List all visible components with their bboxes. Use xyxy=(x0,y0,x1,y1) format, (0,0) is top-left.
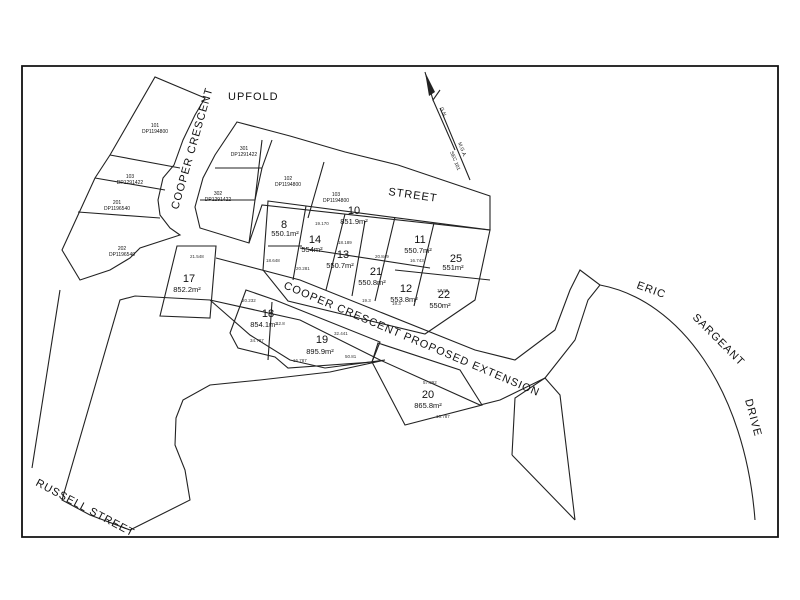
existing-lot-103-dp: DP1291422 xyxy=(117,180,144,186)
svg-text:10: 10 xyxy=(348,205,360,217)
lot-11: 11 550.7m² xyxy=(404,234,432,255)
street-label-eric: ERIC xyxy=(635,280,668,302)
existing-lot-202-num: 202 xyxy=(118,246,127,252)
lot-20-boundary xyxy=(371,342,483,426)
lot-12: 12 553.8m² xyxy=(390,283,418,304)
existing-lot-301-num: 301 xyxy=(240,146,249,152)
north-arrow xyxy=(424,71,471,181)
svg-text:8: 8 xyxy=(281,219,287,231)
svg-text:17.98: 17.98 xyxy=(437,288,449,293)
svg-text:57.092: 57.092 xyxy=(423,380,437,385)
svg-text:22: 22 xyxy=(438,289,450,301)
svg-text:16.787: 16.787 xyxy=(436,414,450,419)
russell-street-parcel xyxy=(61,295,386,531)
proposed-road xyxy=(209,257,601,406)
svg-text:20.232: 20.232 xyxy=(242,298,256,303)
existing-lot-102-dp: DP1194800 xyxy=(275,182,301,188)
svg-text:12: 12 xyxy=(400,283,412,295)
svg-text:895.9m²: 895.9m² xyxy=(306,347,334,356)
existing-lot-301-dp: DP1291422 xyxy=(231,152,258,158)
lot-25: 25 551m² xyxy=(442,253,464,272)
existing-lot-201-num: 201 xyxy=(113,200,122,206)
north-label-gn: G.N. xyxy=(438,107,447,119)
lot-13: 13 550.7m² xyxy=(326,249,354,270)
existing-lot-102-num: 102 xyxy=(284,176,293,182)
svg-text:852.2m²: 852.2m² xyxy=(173,285,201,294)
existing-lot-302-num: 302 xyxy=(214,191,223,197)
existing-lot-103-num: 103 xyxy=(126,174,135,180)
street-label-sargeant: SARGEANT xyxy=(690,312,747,369)
svg-text:16.787: 16.787 xyxy=(293,358,307,363)
lot-10: 10 851.9m² xyxy=(340,205,368,226)
existing-lots-right xyxy=(194,121,491,244)
lot-18: 18 854.1m² xyxy=(250,308,278,329)
svg-text:865.8m²: 865.8m² xyxy=(414,401,442,410)
svg-text:550.7m²: 550.7m² xyxy=(326,261,354,270)
svg-text:14: 14 xyxy=(309,234,321,246)
svg-text:21.548: 21.548 xyxy=(190,254,204,259)
svg-text:550.7m²: 550.7m² xyxy=(404,246,432,255)
frame-border xyxy=(21,65,779,538)
svg-text:11: 11 xyxy=(414,234,425,246)
existing-lot-103b-num: 103 xyxy=(332,192,341,198)
svg-text:20.281: 20.281 xyxy=(296,266,310,271)
svg-text:12.8: 12.8 xyxy=(276,321,285,326)
svg-text:20: 20 xyxy=(422,389,434,401)
lot-21: 21 550.8m² xyxy=(358,266,386,287)
dimension-labels: 21.548 18.648 19.170 18.189 20.849 16.74… xyxy=(190,221,450,419)
svg-text:19.3: 19.3 xyxy=(392,301,401,306)
svg-text:50.81: 50.81 xyxy=(345,354,357,359)
svg-text:19.170: 19.170 xyxy=(315,221,329,226)
street-label-drive: DRIVE xyxy=(742,398,764,438)
svg-text:554m²: 554m² xyxy=(301,245,323,254)
lot-8: 8 550.1m² xyxy=(271,219,299,238)
north-label-mga: M.G.A. xyxy=(456,142,467,159)
svg-text:851.9m²: 851.9m² xyxy=(340,217,368,226)
existing-lot-201-dp: DP1196540 xyxy=(104,206,130,212)
existing-lot-101-num: 101 xyxy=(151,123,160,129)
svg-text:17: 17 xyxy=(183,273,195,285)
existing-lot-302-dp: DP1291422 xyxy=(205,197,232,203)
street-label-street: STREET xyxy=(388,186,439,205)
street-label-upfold: UPFOLD xyxy=(228,91,279,103)
svg-text:25: 25 xyxy=(450,253,462,265)
svg-text:550.8m²: 550.8m² xyxy=(358,278,386,287)
lot-20: 20 865.8m² xyxy=(414,389,442,410)
svg-text:18.189: 18.189 xyxy=(338,240,352,245)
svg-text:854.1m²: 854.1m² xyxy=(250,320,278,329)
svg-text:16.743: 16.743 xyxy=(410,258,424,263)
existing-lot-202-dp: DP1196540 xyxy=(109,252,135,258)
svg-text:19.3: 19.3 xyxy=(362,298,371,303)
svg-text:553.8m²: 553.8m² xyxy=(390,295,418,304)
lot-14: 14 554m² xyxy=(301,234,323,254)
svg-text:18: 18 xyxy=(262,308,274,320)
lot-17-boundary xyxy=(159,245,217,319)
svg-text:18.648: 18.648 xyxy=(266,258,280,263)
svg-text:13: 13 xyxy=(337,249,349,261)
svg-text:550.1m²: 550.1m² xyxy=(271,229,299,238)
existing-lots-left xyxy=(61,76,206,281)
lot-18-19-boundary xyxy=(229,289,381,369)
street-label-russell: RUSSELL STREET xyxy=(34,477,137,539)
lot-22: 22 550m² xyxy=(429,289,451,310)
svg-text:34.787: 34.787 xyxy=(250,338,264,343)
svg-text:19: 19 xyxy=(316,334,328,346)
eric-sargeant-drive xyxy=(599,284,756,521)
svg-text:32.441: 32.441 xyxy=(334,331,348,336)
svg-text:21: 21 xyxy=(370,266,382,278)
existing-lot-103b-dp: DP1194800 xyxy=(323,198,349,204)
existing-lot-101-dp: DP1194800 xyxy=(142,129,168,135)
svg-text:550m²: 550m² xyxy=(429,301,451,310)
lot-17: 17 852.2m² xyxy=(173,273,201,294)
svg-text:20.849: 20.849 xyxy=(375,254,389,259)
lot-19: 19 895.9m² xyxy=(306,334,334,356)
street-label-cooper-crescent: COOPER CRESCENT xyxy=(169,86,215,211)
svg-text:551m²: 551m² xyxy=(442,263,464,272)
